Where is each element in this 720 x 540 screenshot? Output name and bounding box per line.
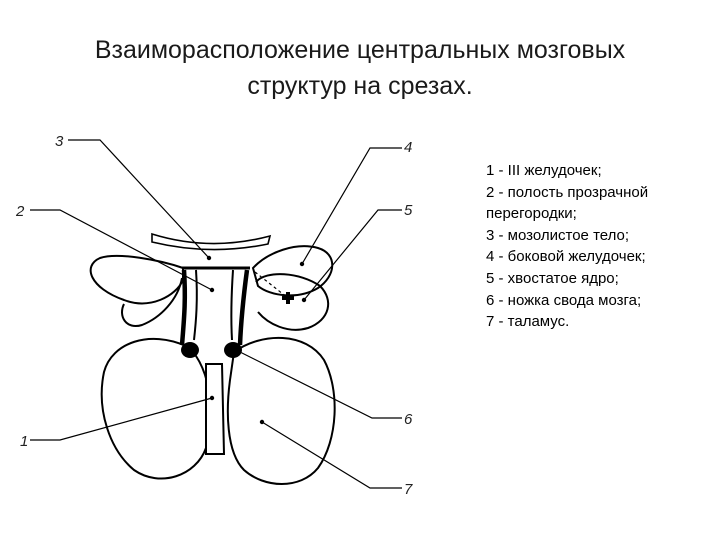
- leader-line-6: [236, 350, 402, 418]
- label-1: 1: [20, 433, 28, 450]
- label-7: 7: [404, 481, 413, 498]
- left-septum-wall: [182, 270, 185, 345]
- leader-line-1: [30, 398, 212, 440]
- right-lateral-ventricle-shape: [253, 246, 332, 295]
- point-3: [207, 256, 211, 260]
- point-7: [260, 420, 264, 424]
- plus-marker: [282, 292, 294, 304]
- point-1: [210, 396, 214, 400]
- left-thalamus-shape: [102, 339, 211, 479]
- right-fornix-column: [224, 342, 242, 358]
- point-4: [300, 262, 304, 266]
- right-caudate-nucleus-shape: [256, 274, 328, 330]
- label-3: 3: [55, 133, 64, 150]
- third-ventricle-shape: [206, 364, 224, 454]
- left-lateral-ventricle-shape: [91, 256, 183, 303]
- label-6: 6: [404, 411, 413, 428]
- label-2: 2: [15, 203, 25, 220]
- point-5: [302, 298, 306, 302]
- left-fornix-column: [181, 342, 199, 358]
- leader-line-4: [302, 148, 402, 264]
- septum-inner-right: [231, 270, 233, 340]
- right-septum-wall: [240, 270, 247, 345]
- corpus-callosum-shape: [152, 234, 270, 250]
- right-thalamus-shape: [228, 338, 335, 484]
- label-4: 4: [404, 139, 412, 156]
- leader-line-3: [68, 140, 209, 258]
- label-5: 5: [404, 202, 413, 219]
- point-2: [210, 288, 214, 292]
